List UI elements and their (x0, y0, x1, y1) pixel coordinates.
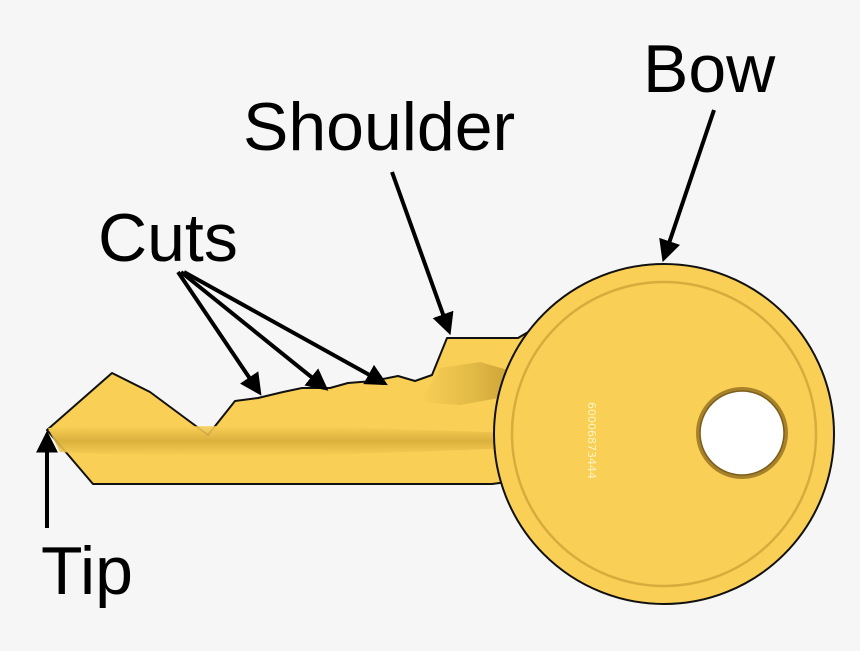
label-shoulder: Shoulder (243, 89, 515, 165)
pointer-arrows (36, 109, 716, 528)
blade-groove-main (48, 426, 533, 456)
shoulder-arrow (390, 171, 454, 336)
key-hole (699, 390, 785, 476)
key-blade (46, 317, 561, 485)
blade-groove-upper (420, 362, 515, 405)
serial-number: 60006873444 (585, 402, 598, 479)
key-bow (493, 263, 835, 605)
cuts-arrow-3 (183, 270, 388, 386)
cuts-arrow-1 (176, 270, 262, 396)
cuts-arrow-2 (179, 270, 329, 391)
bow-arrow (659, 109, 716, 263)
key-bow-rim (510, 280, 818, 588)
label-tip: Tip (41, 533, 133, 609)
label-cuts: Cuts (98, 200, 238, 276)
label-bow: Bow (643, 31, 776, 107)
key-icon: 60006873444 (46, 263, 835, 605)
